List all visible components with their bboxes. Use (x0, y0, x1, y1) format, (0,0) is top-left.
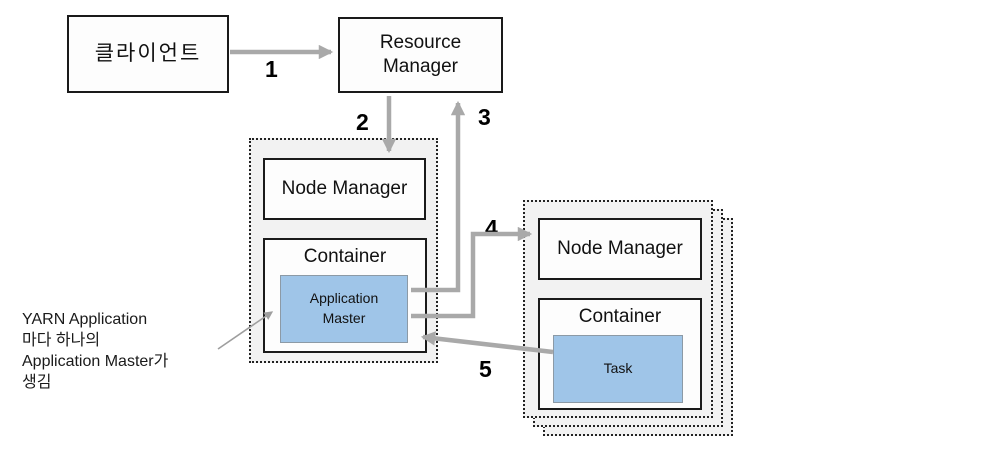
resource-manager-label: Resource Manager (379, 32, 462, 77)
annotation-line-4: 생김 (22, 374, 52, 391)
left-node-manager-label: Node Manager (281, 178, 408, 200)
right-node-group: Node Manager Container Task (523, 200, 713, 418)
annotation-line-1: YARN Application (22, 311, 148, 328)
step-label-5: 5 (479, 356, 492, 382)
task-label: Task (603, 360, 633, 377)
step-label-1: 1 (265, 56, 278, 82)
step-label-4: 4 (485, 215, 498, 241)
annotation-line-2: 마다 하나의 (22, 332, 101, 349)
step-label-2: 2 (356, 109, 369, 135)
left-container-label: Container (303, 246, 387, 267)
left-node-manager-box: Node Manager (263, 158, 426, 220)
annotation-line-3: Application Master가 (22, 353, 169, 370)
application-master-box: Application Master (280, 275, 408, 343)
left-node-group: Node Manager Container Application Maste… (249, 138, 438, 363)
client-label: 클라이언트 (94, 41, 202, 65)
right-container-label: Container (578, 306, 662, 327)
client-box: 클라이언트 (67, 15, 229, 93)
resource-manager-box: Resource Manager (338, 17, 503, 93)
left-container-box: Container Application Master (263, 238, 427, 353)
step-label-3: 3 (478, 104, 491, 130)
right-node-manager-box: Node Manager (538, 218, 702, 280)
application-master-label: Application Master (309, 290, 379, 326)
task-box: Task (553, 335, 683, 403)
right-node-manager-label: Node Manager (557, 238, 683, 260)
right-container-box: Container Task (538, 298, 702, 410)
annotation-text: YARN Application 마다 하나의 Application Mast… (22, 309, 168, 393)
